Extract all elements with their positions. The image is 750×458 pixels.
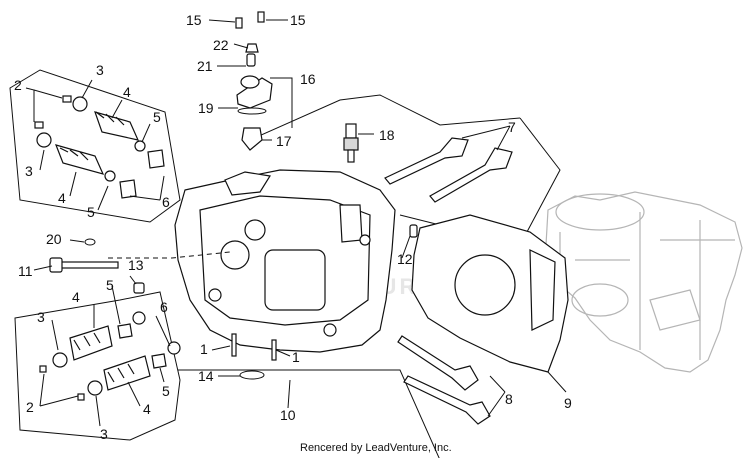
callout-4-upper-b: 4 (58, 190, 66, 206)
callout-4-lower-b: 4 (143, 401, 151, 417)
spark-plug-drawing (343, 123, 359, 163)
callout-22: 22 (213, 37, 229, 53)
callout-18: 18 (379, 127, 395, 143)
callout-3-upper-b: 3 (25, 163, 33, 179)
lower-valves-drawing (397, 335, 491, 425)
callout-3-lower-a: 3 (37, 309, 45, 325)
thermostat-housing-drawing (235, 11, 273, 151)
callout-16: 16 (300, 71, 316, 87)
dowel-pin-drawing (409, 224, 418, 238)
callout-15-right: 15 (290, 12, 306, 28)
callout-17: 17 (276, 133, 292, 149)
callout-6-lower: 6 (160, 299, 168, 315)
callout-8: 8 (505, 391, 513, 407)
callout-3-upper-a: 3 (96, 62, 104, 78)
callout-5-lower-b: 5 (162, 383, 170, 399)
callout-10: 10 (280, 407, 296, 423)
callout-6-upper: 6 (162, 194, 170, 210)
callout-9: 9 (564, 395, 572, 411)
lower-spring-group-drawing (39, 311, 181, 401)
head-gasket-drawing (411, 214, 569, 373)
o-ring-drawing (239, 370, 265, 380)
callout-7: 7 (508, 119, 516, 135)
callout-1-left: 1 (200, 341, 208, 357)
callout-21: 21 (197, 58, 213, 74)
callout-5-lower-a: 5 (106, 277, 114, 293)
callout-5-upper-a: 5 (153, 109, 161, 125)
callout-3-lower-b: 3 (100, 426, 108, 442)
callout-4-lower-a: 4 (72, 289, 80, 305)
callout-13: 13 (128, 257, 144, 273)
callout-2-lower: 2 (26, 399, 34, 415)
callout-19: 19 (198, 100, 214, 116)
upper-valves-drawing (384, 137, 513, 203)
callout-20: 20 (46, 231, 62, 247)
plug-drawing (133, 282, 145, 294)
callout-5-upper-b: 5 (87, 204, 95, 220)
callout-4-upper-a: 4 (123, 84, 131, 100)
group-boundary-lines (9, 69, 561, 458)
callout-12: 12 (397, 251, 413, 267)
callout-labels: 15 15 22 21 16 19 17 18 7 2 3 4 5 3 6 4 … (14, 12, 572, 442)
upper-spring-group-drawing (34, 95, 165, 199)
callout-14: 14 (198, 368, 214, 384)
head-bolt-drawing (49, 238, 119, 273)
cylinder-block-drawing (544, 191, 743, 373)
callout-2-upper: 2 (14, 77, 22, 93)
cylinder-head-drawing (174, 169, 396, 353)
callout-15-left: 15 (186, 12, 202, 28)
render-credit: Rencered by LeadVenture, Inc. (300, 442, 452, 454)
leader-lines (25, 19, 567, 427)
callout-11: 11 (18, 263, 33, 279)
callout-1-right: 1 (292, 349, 300, 365)
